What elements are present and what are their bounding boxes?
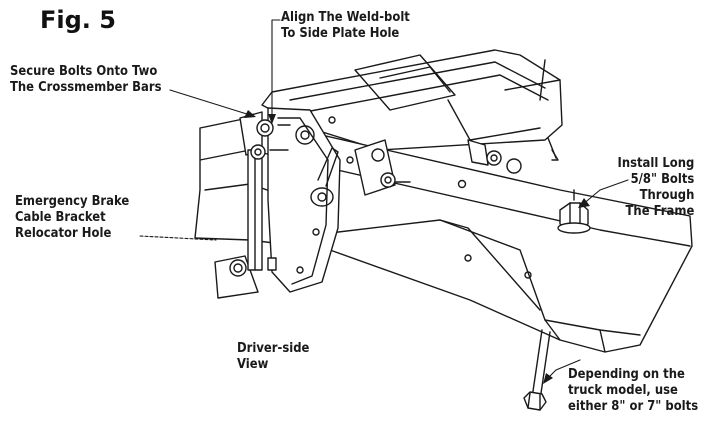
callout-driver-side-view: Driver-side View xyxy=(237,340,310,372)
callout-install-long-bolts: Install Long 5/8" Bolts Through The Fram… xyxy=(617,155,694,219)
long-bolt-top xyxy=(558,190,590,233)
upper-crossmember xyxy=(262,50,562,160)
callout-secure-bolts: Secure Bolts Onto Two The Crossmember Ba… xyxy=(10,63,162,95)
left-bracket-bolts xyxy=(230,120,290,276)
side-plate xyxy=(268,108,353,292)
callout-align-weld-bolt: Align The Weld-bolt To Side Plate Hole xyxy=(281,9,410,41)
leader-lines xyxy=(140,20,628,380)
callout-emergency-brake: Emergency Brake Cable Bracket Relocator … xyxy=(15,193,130,241)
right-bracket xyxy=(355,140,521,195)
long-bolt-bottom xyxy=(524,330,550,410)
leader-arrowheads xyxy=(244,110,590,384)
callout-depending-on-truck: Depending on the truck model, use either… xyxy=(568,366,699,414)
figure-title: Fig. 5 xyxy=(40,6,116,34)
